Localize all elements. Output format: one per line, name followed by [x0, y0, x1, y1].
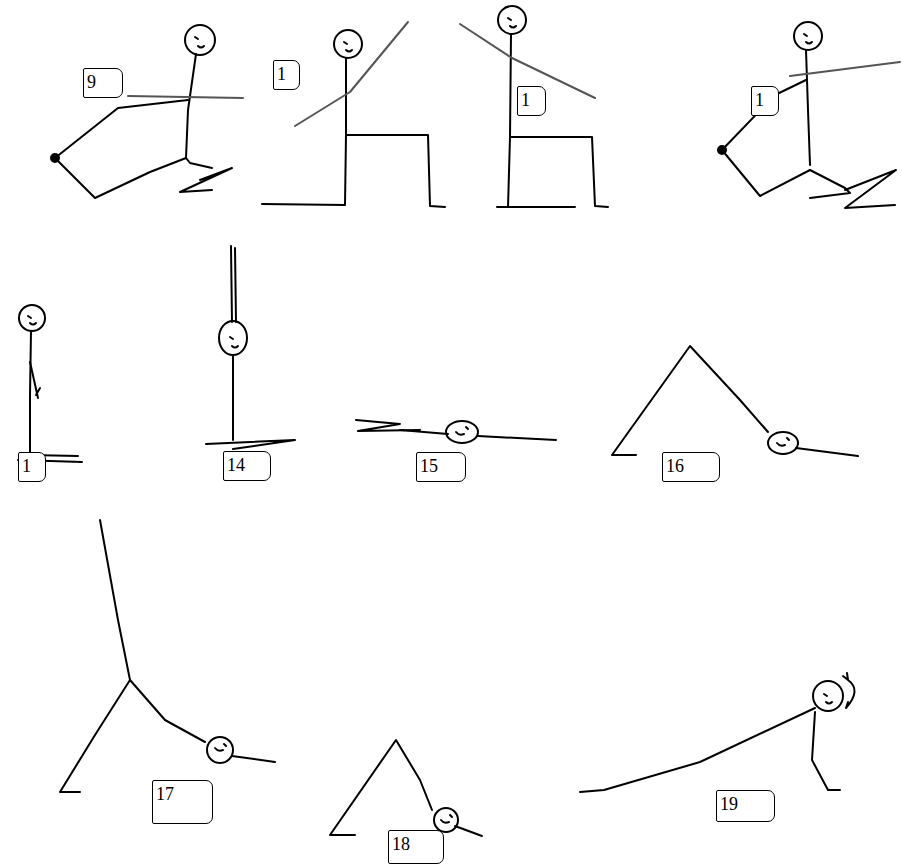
- stick-figure: [51, 25, 243, 198]
- callout-number: 1: [22, 455, 39, 477]
- callout-box: 1: [517, 86, 546, 116]
- callout-number: 1: [755, 89, 772, 111]
- callout-box: 14: [223, 451, 271, 481]
- callout-number: 9: [87, 71, 116, 93]
- callout-box: 1: [751, 86, 779, 116]
- callout-box: 1: [273, 60, 300, 90]
- callout-number: 18: [392, 833, 437, 855]
- callout-number: 17: [156, 783, 206, 805]
- stick-figure: [206, 246, 295, 449]
- stick-figure: [330, 740, 482, 836]
- callout-number: 19: [720, 793, 768, 815]
- callout-number: 15: [420, 455, 459, 477]
- callout-box: 19: [716, 790, 775, 822]
- stick-figure: [612, 346, 858, 456]
- stick-figure: [262, 22, 445, 207]
- callout-number: 1: [521, 89, 539, 111]
- stick-figure: [718, 22, 900, 208]
- callout-box: 15: [416, 452, 466, 482]
- stick-figure: [580, 673, 855, 792]
- callout-box: 16: [662, 452, 720, 482]
- callout-box: 9: [83, 68, 123, 98]
- stick-figure: [356, 420, 556, 443]
- callout-number: 1: [277, 63, 293, 85]
- stick-figure: [460, 6, 608, 207]
- callout-box: 17: [152, 780, 213, 824]
- callout-box: 18: [388, 830, 444, 864]
- callout-number: 16: [666, 455, 713, 477]
- callout-box: 1: [18, 452, 46, 482]
- stick-figure: [18, 305, 82, 462]
- callout-number: 14: [227, 454, 264, 476]
- stick-figure: [60, 520, 275, 792]
